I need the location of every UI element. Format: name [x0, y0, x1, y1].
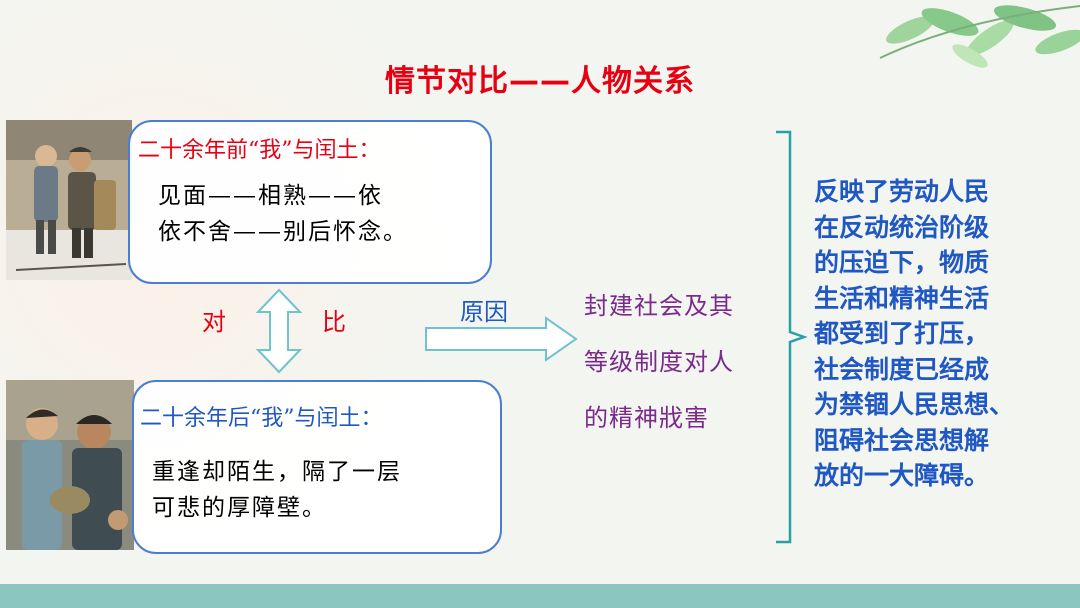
cause-line: 封建社会及其: [584, 292, 734, 320]
conclusion-text: 反映了劳动人民 在反动统治阶级 的压迫下，物质 生活和精神生活 都受到了打压， …: [814, 174, 1074, 494]
right-arrow-icon: [425, 316, 578, 362]
adult-line: 重逢却陌生，隔了一层: [152, 459, 402, 485]
conclusion-line: 在反动统治阶级: [814, 212, 990, 242]
adult-heading: 二十余年后“我”与闰土：: [140, 406, 383, 431]
conclusion-line: 反映了劳动人民: [814, 177, 990, 206]
youth-description: 见面——相熟——依 依不舍——别后怀念。: [158, 178, 408, 250]
cause-line: 的精神戕害: [584, 404, 709, 432]
conclusion-line: 的压迫下，物质: [814, 248, 990, 277]
contrast-right-label: 比: [322, 308, 346, 336]
adult-description: 重逢却陌生，隔了一层 可悲的厚障壁。: [152, 454, 402, 526]
conclusion-line: 生活和精神生活: [814, 283, 990, 313]
youth-heading: 二十余年前“我”与闰土：: [138, 138, 381, 163]
cause-text: 封建社会及其 等级制度对人 的精神戕害: [584, 278, 774, 446]
double-arrow-icon: [256, 288, 302, 374]
youth-line: 依不舍——别后怀念。: [158, 219, 408, 245]
page-title: 情节对比——人物关系: [385, 64, 695, 99]
conclusion-line: 阻碍社会思想解: [814, 425, 990, 455]
right-bracket-icon: [776, 130, 808, 544]
reason-label: 原因: [460, 298, 508, 326]
youth-line: 见面——相熟——依: [158, 183, 383, 209]
adult-line: 可悲的厚障壁。: [152, 495, 327, 521]
adult-illustration: [6, 380, 134, 550]
conclusion-line: 放的一大障碍。: [814, 461, 990, 490]
youth-relation-box: 二十余年前“我”与闰土： 见面——相熟——依 依不舍——别后怀念。: [128, 120, 492, 284]
leaf-decoration-icon: [879, 5, 1080, 68]
conclusion-line: 都受到了打压，: [814, 319, 990, 348]
conclusion-line: 为禁锢人民思想、: [814, 390, 1015, 419]
conclusion-line: 社会制度已经成: [814, 354, 990, 384]
contrast-left-label: 对: [202, 308, 226, 336]
cause-line: 等级制度对人: [584, 348, 734, 376]
adult-relation-box: 二十余年后“我”与闰土： 重逢却陌生，隔了一层 可悲的厚障壁。: [132, 380, 502, 554]
youth-illustration: [6, 120, 132, 280]
footer-bar: [0, 584, 1080, 608]
